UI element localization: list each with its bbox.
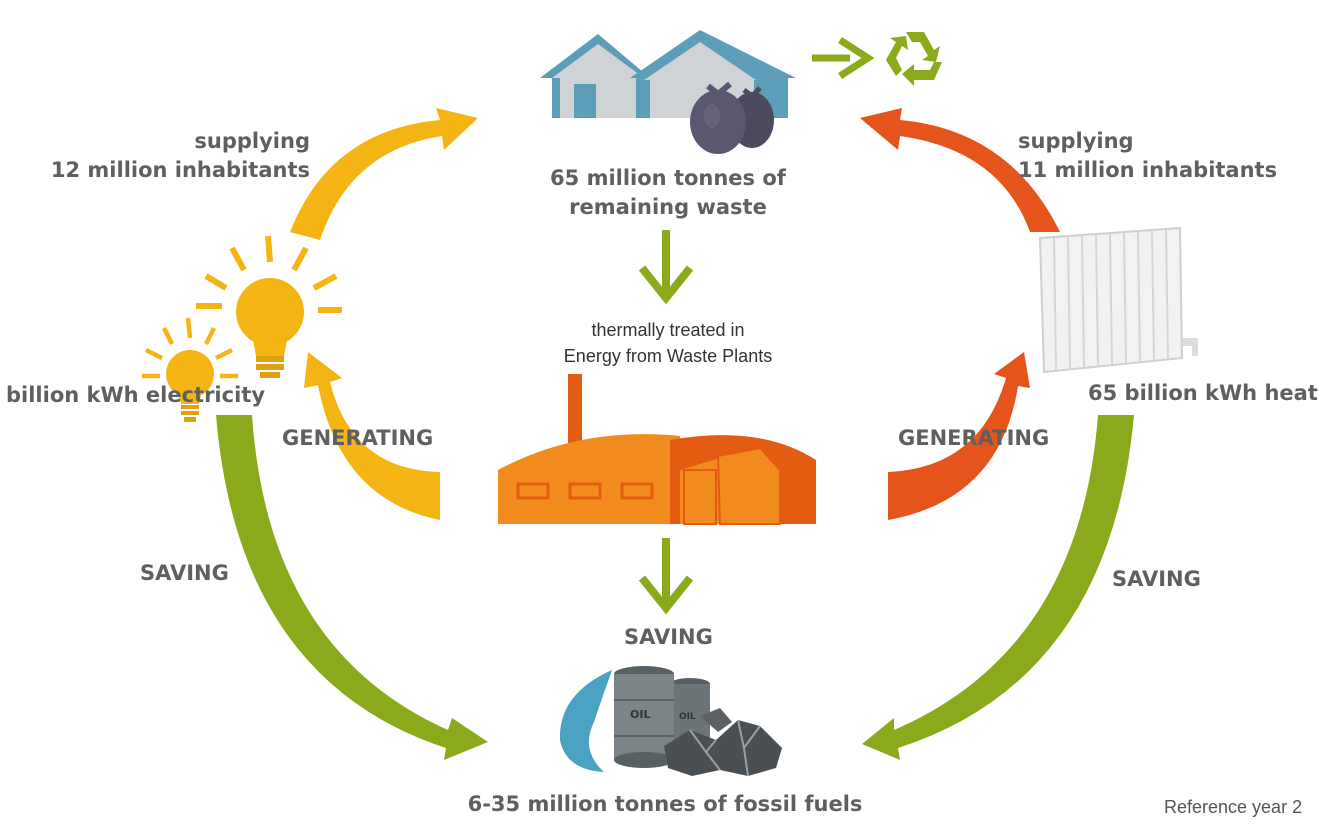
green-arrow-right-saving — [862, 415, 1134, 760]
supplying-left-line-1: supplying — [194, 129, 310, 153]
supplying-right-line-2: 11 million inhabitants — [1018, 158, 1278, 182]
oil-big-label: OIL — [630, 708, 651, 721]
yellow-arrow-to-houses — [290, 108, 478, 240]
light-bulb-icon — [142, 235, 342, 422]
fossil-fuels-label: 6-35 million tonnes of fossil fuels — [467, 792, 863, 816]
thermal-line-2: Energy from Waste Plants — [563, 346, 773, 366]
recycle-icon — [886, 32, 942, 86]
supplying-right-label: supplying 11 million inhabitants — [1018, 127, 1277, 185]
heat-label: 65 billion kWh heat — [1088, 381, 1318, 405]
yellow-arrow-to-bulbs — [304, 352, 440, 520]
red-arrow-to-houses — [860, 108, 1060, 232]
thermal-treatment-label: thermally treated in Energy from Waste P… — [518, 317, 818, 369]
radiator-icon — [1038, 226, 1198, 374]
supplying-left-line-2: 12 million inhabitants — [50, 158, 310, 182]
supplying-right-line-1: supplying — [1018, 129, 1134, 153]
electricity-label: billion kWh electricity — [6, 383, 266, 407]
remaining-waste-label: 65 million tonnes of remaining waste — [528, 164, 808, 222]
green-arrow-to-recycle — [812, 37, 875, 79]
saving-center-label: SAVING — [624, 625, 713, 649]
thermal-line-1: thermally treated in — [591, 320, 745, 340]
coal-icon — [664, 708, 782, 777]
saving-left-label: SAVING — [140, 561, 229, 585]
green-arrow-to-fossil — [638, 538, 694, 615]
supplying-left-label: supplying 12 million inhabitants — [40, 127, 310, 185]
green-arrow-left-saving — [216, 415, 488, 760]
saving-right-label: SAVING — [1112, 567, 1201, 591]
remaining-waste-line-2: remaining waste — [569, 195, 767, 219]
green-arrow-to-factory — [638, 230, 694, 305]
generating-right-label: GENERATING — [898, 426, 1050, 450]
waste-bags-icon — [690, 81, 774, 154]
reference-year-label: Reference year 2 — [1164, 797, 1303, 817]
red-arrow-to-radiator — [888, 352, 1030, 520]
flame-icon — [559, 670, 612, 772]
factory-icon — [498, 374, 816, 525]
oil-small-label: OIL — [679, 712, 696, 722]
generating-left-label: GENERATING — [282, 426, 434, 450]
remaining-waste-line-1: 65 million tonnes of — [550, 166, 786, 190]
